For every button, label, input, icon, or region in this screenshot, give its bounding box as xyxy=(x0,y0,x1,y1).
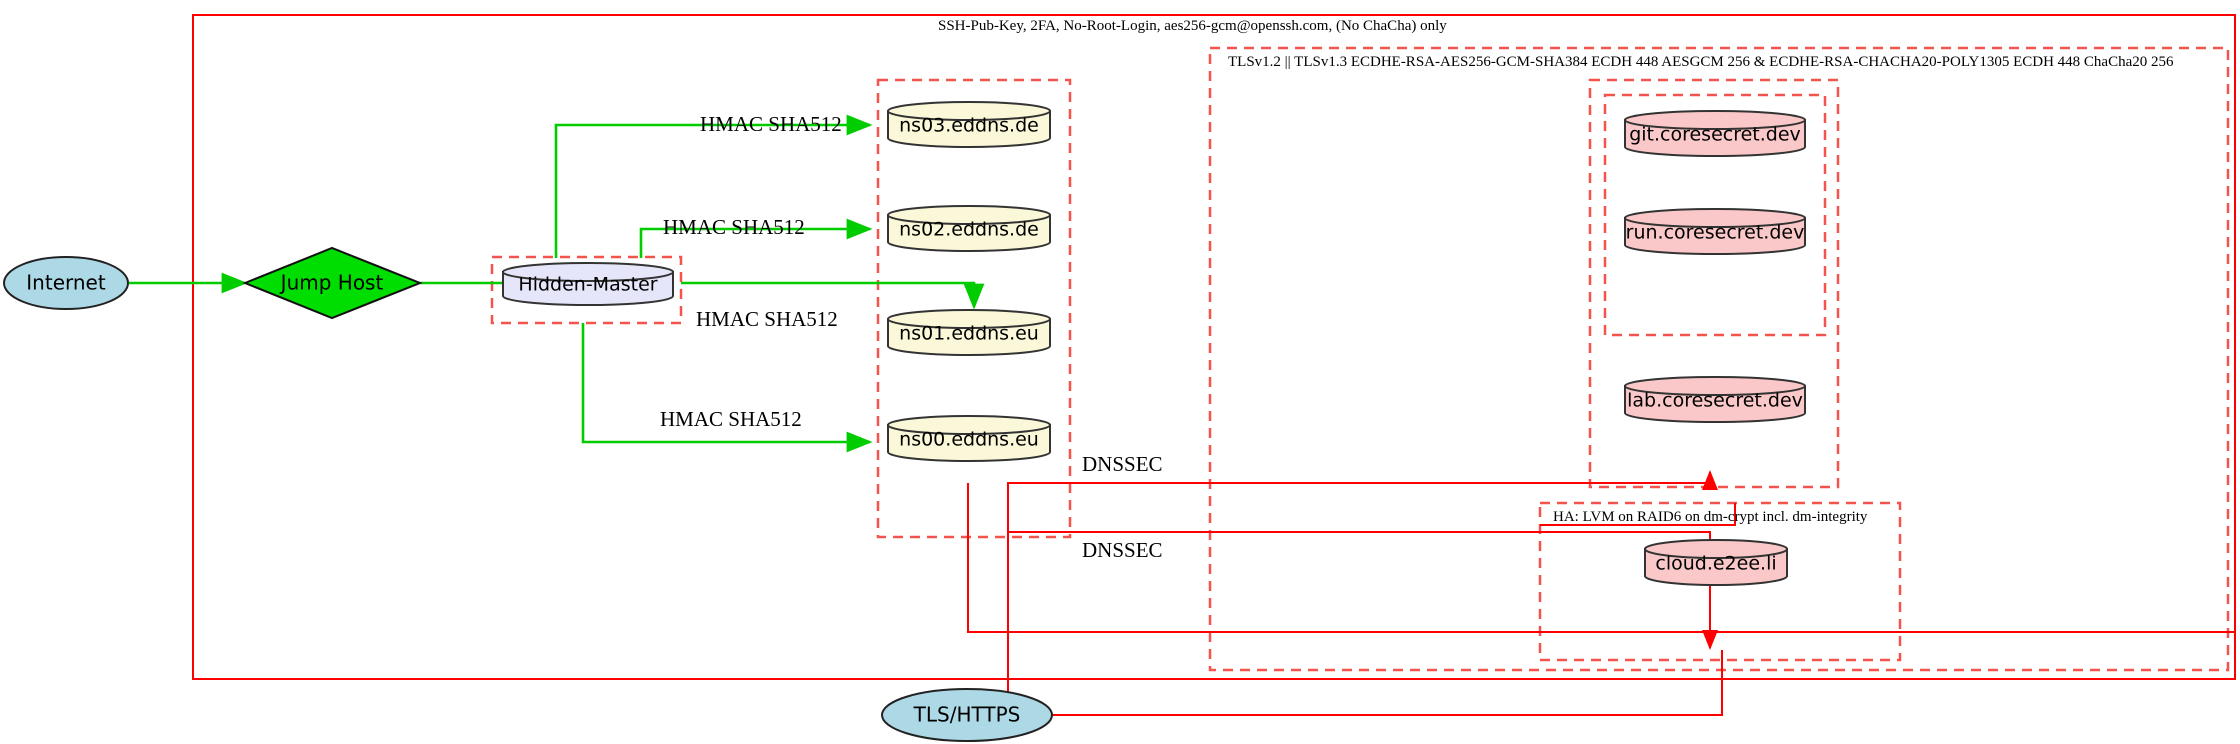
git-run-inner-boundary xyxy=(1603,93,1827,337)
label-ha-storage-policy: HA: LVM on RAID6 on dm-crypt incl. dm-in… xyxy=(1553,509,1868,525)
node-ns03[interactable]: ns03.eddns.de xyxy=(887,101,1051,148)
node-ns00[interactable]: ns00.eddns.eu xyxy=(887,415,1051,462)
edge-hiddenmaster-ns02 xyxy=(639,218,873,258)
edge-dnssec-upper xyxy=(1007,470,1718,700)
node-run-coresecret[interactable]: run.coresecret.dev xyxy=(1624,208,1806,255)
node-run-label: run.coresecret.dev xyxy=(1626,222,1805,244)
node-ns01-label: ns01.eddns.eu xyxy=(899,323,1039,345)
node-ns02-label: ns02.eddns.de xyxy=(899,219,1039,241)
outer-ssh-boundary xyxy=(192,14,2236,680)
edge-label-dnssec-lower: DNSSEC xyxy=(1082,538,1163,562)
node-ns00-label: ns00.eddns.eu xyxy=(899,429,1039,451)
node-jump-host-label: Jump Host xyxy=(279,271,384,295)
dns-servers-boundary xyxy=(876,78,1072,539)
node-tls-https[interactable]: TLS/HTTPS xyxy=(881,688,1053,742)
edge-label-hmac-ns02: HMAC SHA512 xyxy=(663,215,805,239)
node-tls-https-label: TLS/HTTPS xyxy=(913,703,1021,727)
node-hidden-master-label: Hidden-Master xyxy=(518,274,657,296)
node-jump-host[interactable]: Jump Host xyxy=(242,246,423,320)
edge-hiddenmaster-ns00 xyxy=(581,323,873,453)
hidden-master-boundary xyxy=(490,255,683,325)
edge-hiddenmaster-ns01 xyxy=(681,281,985,310)
node-ns02[interactable]: ns02.eddns.de xyxy=(887,205,1051,252)
edge-ha-leader xyxy=(1540,503,1736,526)
node-ns03-label: ns03.eddns.de xyxy=(899,115,1039,137)
label-outer-ssh-policy: SSH-Pub-Key, 2FA, No-Root-Login, aes256-… xyxy=(938,18,1447,34)
tls-cluster-boundary xyxy=(1208,46,2230,672)
node-ns01[interactable]: ns01.eddns.eu xyxy=(887,309,1051,356)
node-lab-label: lab.coresecret.dev xyxy=(1627,390,1803,412)
node-lab-coresecret[interactable]: lab.coresecret.dev xyxy=(1624,376,1806,423)
edge-label-hmac-ns01: HMAC SHA512 xyxy=(696,307,838,331)
coresecret-services-boundary xyxy=(1588,78,1840,489)
node-git-coresecret[interactable]: git.coresecret.dev xyxy=(1624,110,1806,157)
node-internet[interactable]: Internet xyxy=(3,256,129,310)
edge-label-hmac-ns03: HMAC SHA512 xyxy=(700,112,842,136)
node-internet-label: Internet xyxy=(26,271,106,295)
label-tls-cipher-policy: TLSv1.2 || TLSv1.3 ECDHE-RSA-AES256-GCM-… xyxy=(1228,54,2174,70)
node-hidden-master[interactable]: Hidden-Master xyxy=(502,262,674,306)
edge-label-hmac-ns00: HMAC SHA512 xyxy=(660,407,802,431)
edge-hiddenmaster-ns03 xyxy=(554,114,873,258)
ha-storage-boundary xyxy=(1538,501,1902,662)
node-cloud-label: cloud.e2ee.li xyxy=(1655,553,1776,575)
node-git-label: git.coresecret.dev xyxy=(1629,124,1801,146)
edge-label-dnssec-upper: DNSSEC xyxy=(1082,452,1163,476)
node-cloud-e2ee[interactable]: cloud.e2ee.li xyxy=(1644,539,1788,586)
edge-tlshttps-right xyxy=(1052,650,1723,716)
edge-return-upper xyxy=(967,483,2235,633)
